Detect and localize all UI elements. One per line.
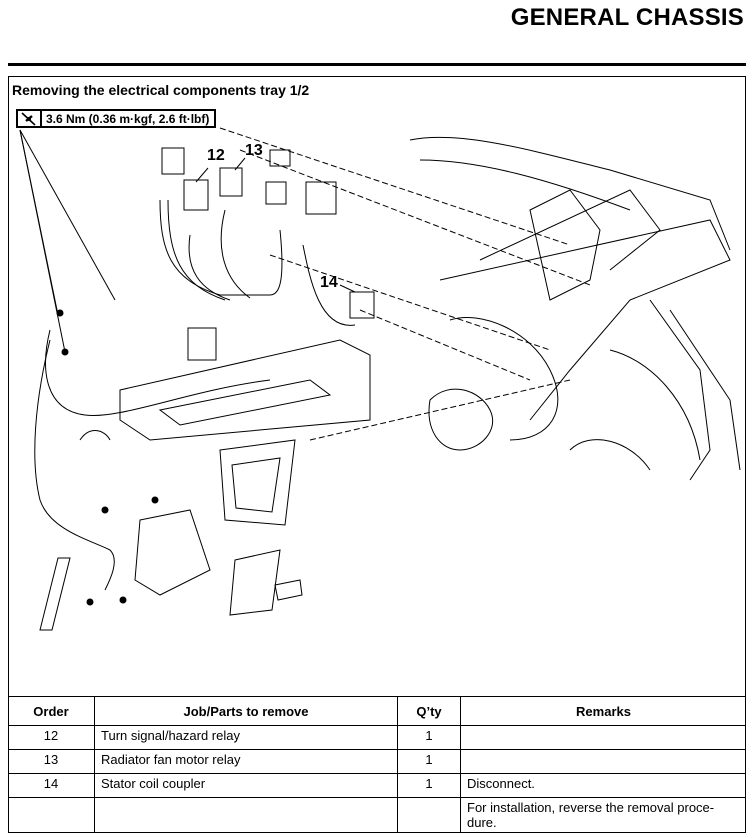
callout-leaders [195, 157, 356, 293]
table-row: 14 Stator coil coupler 1 Disconnect. [8, 773, 746, 798]
cell-remarks [460, 725, 746, 750]
cell-order: 12 [8, 725, 95, 750]
cell-remarks: For installation, reverse the removal pr… [460, 797, 746, 833]
relay-parts [161, 147, 375, 361]
bolts [56, 309, 159, 606]
cell-job: Radiator fan motor relay [94, 749, 398, 774]
cell-remarks: Disconnect. [460, 773, 746, 798]
cell-qty: 1 [397, 773, 461, 798]
cell-qty: 1 [397, 725, 461, 750]
callout-14: 14 [320, 274, 338, 291]
header-job: Job/Parts to remove [94, 696, 398, 726]
section-title: Removing the electrical components tray … [12, 82, 310, 98]
table-header-row: Order Job/Parts to remove Q’ty Remarks [8, 696, 746, 726]
page-title: GENERAL CHASSIS [510, 4, 744, 31]
cell-job [94, 797, 398, 833]
header-remarks: Remarks [460, 696, 746, 726]
table-row: 12 Turn signal/hazard relay 1 [8, 725, 746, 750]
table-row: For installation, reverse the removal pr… [8, 797, 746, 833]
wire-harness [34, 199, 356, 591]
cell-job: Stator coil coupler [94, 773, 398, 798]
cell-order: 13 [8, 749, 95, 774]
cell-remarks [460, 749, 746, 774]
header-order: Order [8, 696, 95, 726]
torque-wrench-icon [18, 111, 42, 126]
motorcycle-frame [409, 136, 741, 481]
cell-qty [397, 797, 461, 833]
removal-procedure-table: Order Job/Parts to remove Q’ty Remarks 1… [8, 696, 746, 833]
battery-box [134, 439, 303, 616]
torque-spec-box: 3.6 Nm (0.36 m·kgf, 2.6 ft·lbf) [16, 109, 217, 128]
header-qty: Q’ty [397, 696, 461, 726]
torque-leader-lines [19, 129, 116, 353]
alignment-lines [219, 127, 591, 441]
callout-12: 12 [207, 147, 225, 164]
cell-order: 14 [8, 773, 95, 798]
header-rule [8, 63, 746, 66]
callout-13: 13 [245, 142, 263, 159]
content-frame [8, 76, 746, 832]
cell-qty: 1 [397, 749, 461, 774]
cell-job: Turn signal/hazard relay [94, 725, 398, 750]
exploded-diagram [19, 127, 741, 631]
torque-spec-value: 3.6 Nm (0.36 m·kgf, 2.6 ft·lbf) [46, 111, 210, 126]
components-tray [119, 339, 371, 441]
cell-order [8, 797, 95, 833]
table-row: 13 Radiator fan motor relay 1 [8, 749, 746, 774]
battery-strap [39, 430, 111, 631]
